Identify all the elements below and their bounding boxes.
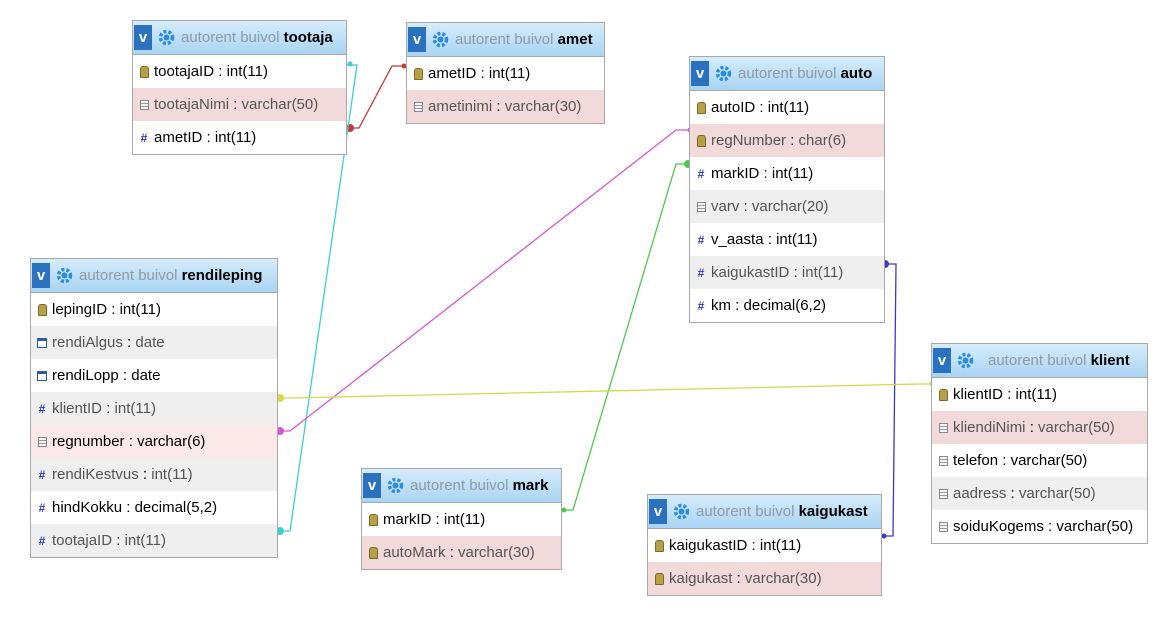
column-row: soiduKogems : varchar(50) [932,510,1147,543]
toggle-button[interactable]: v [933,348,951,373]
hash-icon: # [697,265,705,280]
column-row: regnumber : varchar(6) [31,425,277,458]
table-title: autorent buivol tootaja [181,29,333,46]
gear-icon[interactable] [158,29,175,46]
hash-icon: # [140,130,148,145]
key-icon [139,65,149,78]
calendar-icon [37,337,47,348]
table-header[interactable]: v autorent buivol klient [932,344,1147,378]
column-row: telefon : varchar(50) [932,444,1147,477]
calendar-icon [37,370,47,381]
key-icon [654,539,664,552]
key-icon [696,101,706,114]
gear-icon[interactable] [432,31,449,48]
table-title: autorent buivol mark [410,477,549,494]
column-row: regNumber : char(6) [690,124,884,157]
toggle-button[interactable]: v [408,27,426,52]
table-title: autorent buivol rendileping [79,267,263,284]
key-icon [654,572,664,585]
key-icon [368,513,378,526]
column-row: #rendiKestvus : int(11) [31,458,277,491]
gear-icon[interactable] [56,267,73,284]
table-title: autorent buivol auto [738,65,873,82]
column-row: kaigukastID : int(11) [648,529,881,562]
column-row: kaigukast : varchar(30) [648,562,881,595]
column-row: klientID : int(11) [932,378,1147,411]
hash-icon: # [38,467,46,482]
table-tootaja[interactable]: v autorent buivol tootaja tootajaID : in… [132,20,347,155]
table-klient[interactable]: v autorent buivol klient klientID : int(… [931,343,1148,544]
toggle-button[interactable]: v [32,263,50,288]
column-row: #km : decimal(6,2) [697,297,827,314]
text-field-icon [413,101,423,112]
table-amet[interactable]: v autorent buivol amet ametID : int(11) … [406,22,605,124]
column-row: rendiAlgus : date [31,326,277,359]
table-title: autorent buivol klient [988,352,1130,369]
column-row: #kaigukastID : int(11) [690,256,884,289]
table-header[interactable]: v autorent buivol auto [690,57,884,91]
key-icon [696,134,706,147]
table-header[interactable]: v autorent buivol rendileping [31,259,277,293]
toggle-button[interactable]: v [363,473,381,498]
column-row: ametID : int(11) [407,57,604,90]
table-header[interactable]: v autorent buivol mark [362,469,561,503]
column-row: #hindKokku : decimal(5,2) [38,499,218,516]
gear-icon[interactable] [673,503,690,520]
table-mark[interactable]: v autorent buivol mark markID : int(11) … [361,468,562,570]
hash-icon: # [697,232,705,247]
column-row: markID : int(11) [362,503,561,536]
column-row: ametinimi : varchar(30) [407,90,604,123]
column-row: tootajaID : int(11) [133,55,346,88]
column-row: #tootajaID : int(11) [31,524,277,557]
table-header[interactable]: v autorent buivol amet [407,23,604,57]
relation-rendileping-klient [279,383,932,399]
text-field-icon [37,436,47,447]
column-row: #markID : int(11) [697,165,814,182]
table-rendileping[interactable]: v autorent buivol rendileping lepingID :… [30,258,278,558]
hash-icon: # [38,500,46,515]
column-row: tootajaNimi : varchar(50) [133,88,346,121]
toggle-button[interactable]: v [691,61,709,86]
text-field-icon [938,521,948,532]
key-icon [413,67,423,80]
gear-icon[interactable] [387,477,404,494]
column-row: #klientID : int(11) [31,392,277,425]
key-icon [37,303,47,316]
table-header[interactable]: v autorent buivol tootaja [133,21,346,55]
table-title: autorent buivol kaigukast [696,503,868,520]
column-row: #v_aasta : int(11) [697,231,818,248]
key-icon [368,546,378,559]
column-row: varv : varchar(20) [690,190,884,223]
column-row: kliendiNimi : varchar(50) [932,411,1147,444]
table-auto[interactable]: v autorent buivol auto autoID : int(11) … [689,56,885,323]
table-title: autorent buivol amet [455,31,593,48]
text-field-icon [139,99,149,110]
relation-rendileping-auto [279,129,690,432]
hash-icon: # [697,166,705,181]
column-row: #ametID : int(11) [140,129,257,146]
text-field-icon [938,488,948,499]
relation-kaigukast-auto [881,263,897,537]
hash-icon: # [697,298,705,313]
table-header[interactable]: v autorent buivol kaigukast [648,495,881,529]
gear-icon[interactable] [957,352,974,369]
column-row: aadress : varchar(50) [932,477,1147,510]
column-row: autoID : int(11) [690,91,884,124]
column-row: lepingID : int(11) [31,293,277,326]
text-field-icon [938,422,948,433]
key-icon [938,388,948,401]
text-field-icon [696,201,706,212]
hash-icon: # [38,401,46,416]
gear-icon[interactable] [715,65,732,82]
toggle-button[interactable]: v [134,25,152,50]
toggle-button[interactable]: v [649,499,667,524]
hash-icon: # [38,533,46,548]
table-kaigukast[interactable]: v autorent buivol kaigukast kaigukastID … [647,494,882,596]
relation-mark-auto [562,163,690,511]
column-row: rendiLopp : date [31,359,277,392]
column-row: autoMark : varchar(30) [362,536,561,569]
text-field-icon [938,455,948,466]
